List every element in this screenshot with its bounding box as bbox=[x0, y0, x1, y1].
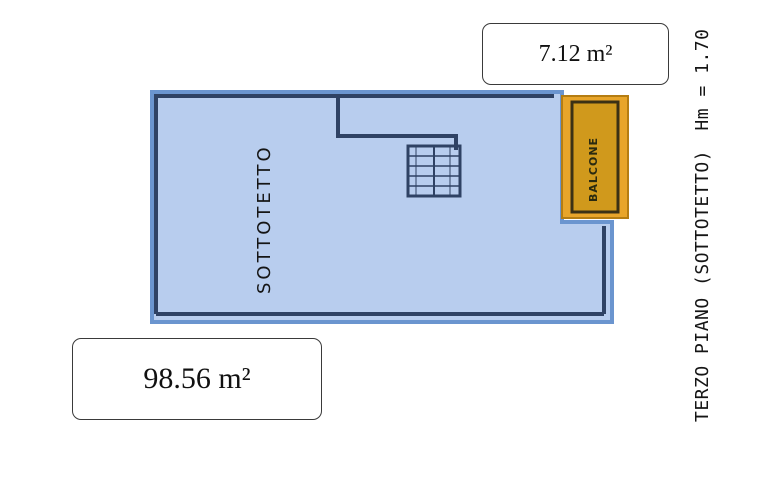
floor-title: TERZO PIANO (SOTTOTETTO) Hm = 1.70 bbox=[692, 29, 713, 422]
floor-title-text: TERZO PIANO (SOTTOTETTO) bbox=[692, 149, 713, 422]
balcone-label: BALCONE bbox=[587, 136, 600, 202]
sottotetto-area-box: 98.56 m² bbox=[72, 338, 322, 420]
balcony-area-box: 7.12 m² bbox=[482, 23, 669, 85]
balcone-inner bbox=[570, 100, 620, 214]
sottotetto-area: 98.56 m² bbox=[143, 362, 251, 395]
sottotetto-room bbox=[150, 90, 614, 324]
walls bbox=[154, 94, 606, 316]
sottotetto-label: SOTTOTETTO bbox=[254, 144, 275, 294]
staircase bbox=[406, 144, 462, 198]
balcony-area: 7.12 m² bbox=[538, 40, 613, 67]
height-note: Hm = 1.70 bbox=[692, 28, 713, 131]
